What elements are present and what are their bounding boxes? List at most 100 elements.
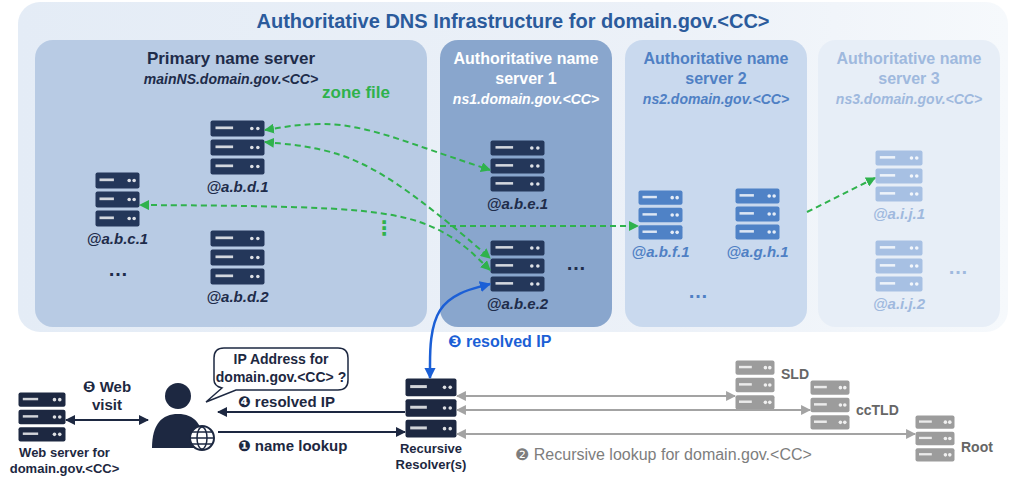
slab-body (211, 121, 265, 137)
slab-slot (100, 178, 114, 181)
server-slab (19, 410, 66, 424)
slab-body (491, 259, 545, 274)
server-slab (96, 211, 140, 227)
slab-body (406, 399, 457, 417)
connector (66, 419, 148, 421)
slab-led (132, 198, 136, 202)
slab-body (876, 151, 923, 166)
edge-label: ❷ Recursive lookup for domain.gov.<CC> (515, 446, 812, 464)
slab-slot (496, 246, 514, 249)
server-label: Root (961, 439, 993, 455)
slab-slot (496, 164, 514, 167)
slab-led (910, 246, 914, 250)
slab-led (132, 179, 136, 183)
server-slab (811, 398, 850, 412)
slab-body (491, 177, 545, 192)
ellipsis-label: … (108, 258, 128, 281)
slab-led (768, 366, 772, 370)
slab-body (406, 420, 457, 438)
server-slab (19, 427, 66, 441)
ellipsis-label: ⋮ (374, 216, 394, 240)
server-icon (490, 240, 545, 292)
slab-led (910, 174, 914, 178)
slab-body (876, 241, 923, 256)
server-icon (18, 392, 66, 442)
slab-slot (740, 194, 754, 197)
server-icon (638, 190, 683, 240)
server-slab (491, 277, 545, 292)
slab-led (443, 386, 447, 390)
connector (457, 409, 810, 411)
server-node: @a.i.j.1 (875, 150, 923, 202)
slab-led (948, 420, 952, 424)
slab-led (843, 421, 847, 425)
slab-body (916, 416, 955, 429)
server-slab (916, 416, 955, 429)
server-slab (736, 189, 780, 204)
server-group-panel: Authoritative name server 1ns1.domain.go… (440, 40, 612, 327)
user-node: IP Address for domain.gov.<CC> ? (148, 382, 218, 452)
slab-body (811, 415, 850, 429)
slab-led (127, 179, 131, 183)
slab-slot (880, 192, 895, 195)
server-slab (916, 432, 955, 445)
slab-led (250, 275, 254, 279)
server-slab (736, 395, 775, 409)
server-node: SLD (735, 360, 775, 410)
panel-heading: Authoritative name server 2 (633, 49, 799, 89)
slab-slot (643, 230, 657, 232)
slab-body (736, 361, 775, 375)
server-slab (736, 207, 780, 222)
server-node: @a.b.f.1 (638, 190, 683, 240)
slab-led (256, 146, 260, 150)
server-label: @a.b.f.1 (632, 243, 690, 260)
slab-led (448, 386, 452, 390)
slab-led (764, 383, 768, 387)
slab-led (132, 217, 136, 221)
slab-led (772, 194, 776, 198)
slab-led (250, 165, 254, 169)
slab-body (491, 141, 545, 156)
slab-slot (496, 182, 514, 185)
slab-led (536, 164, 540, 168)
slab-led (839, 421, 843, 425)
slab-led (536, 264, 540, 268)
server-slab (916, 448, 955, 461)
server-label: @a.b.e.1 (487, 195, 548, 212)
slab-body (876, 277, 923, 292)
slab-led (772, 212, 776, 216)
slab-body (211, 140, 265, 156)
slab-slot (496, 282, 514, 285)
server-slab (639, 208, 683, 222)
server-slab (639, 225, 683, 239)
server-label: @a.b.d.1 (206, 178, 268, 195)
server-slab (876, 169, 923, 184)
slab-slot (410, 426, 427, 429)
slab-slot (496, 146, 514, 149)
slab-slot (216, 164, 234, 167)
slab-body (96, 211, 140, 227)
slab-led (764, 366, 768, 370)
edge-label: zone file (322, 84, 390, 102)
slab-slot (919, 420, 932, 422)
slab-led (530, 164, 534, 168)
slab-slot (919, 437, 932, 439)
connector (265, 124, 490, 170)
slab-body (211, 231, 265, 247)
server-group-panel: Authoritative name server 2ns2.domain.go… (625, 40, 807, 327)
slab-led (530, 246, 534, 250)
slab-slot (643, 213, 657, 215)
slab-led (910, 264, 914, 268)
slab-led (250, 237, 254, 241)
host-name: ns2.domain.gov.<CC> (633, 89, 799, 109)
slab-led (675, 196, 679, 200)
server-slab (876, 277, 923, 292)
server-slab (406, 379, 457, 397)
slab-led (256, 256, 260, 260)
slab-led (944, 420, 948, 424)
slab-led (915, 156, 919, 160)
slab-led (944, 437, 948, 441)
user-icon (148, 382, 218, 452)
slab-slot (739, 383, 752, 385)
